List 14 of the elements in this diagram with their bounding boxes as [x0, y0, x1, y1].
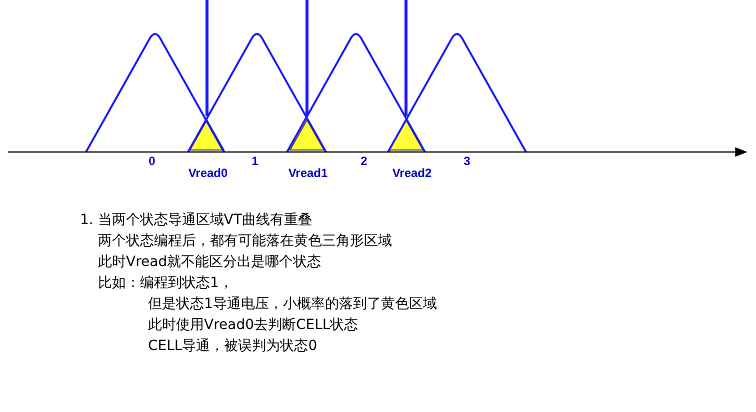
state-label: 3: [464, 154, 470, 168]
note-text: 此时使用Vread0去判断CELL状态: [148, 316, 358, 334]
state-label: 1: [252, 154, 258, 168]
read-voltage-label: Vread0: [188, 166, 228, 180]
note-text: CELL导通，被误判为状态0: [148, 337, 318, 355]
state-label: 0: [148, 154, 156, 168]
note-text: 1. 当两个状态导通区域VT曲线有重叠: [80, 211, 312, 229]
state-label: 2: [360, 154, 368, 168]
read-voltage-label: Vread1: [288, 166, 328, 180]
read-voltage-label: Vread2: [392, 166, 432, 180]
note-text: 比如：编程到状态1，: [98, 274, 233, 292]
note-text: 但是状态1导通电压，小概率的落到了黄色区域: [148, 295, 437, 313]
note-text: 两个状态编程后，都有可能落在黄色三角形区域: [98, 232, 392, 250]
note-text: 此时Vread就不能区分出是哪个状态: [98, 253, 322, 271]
